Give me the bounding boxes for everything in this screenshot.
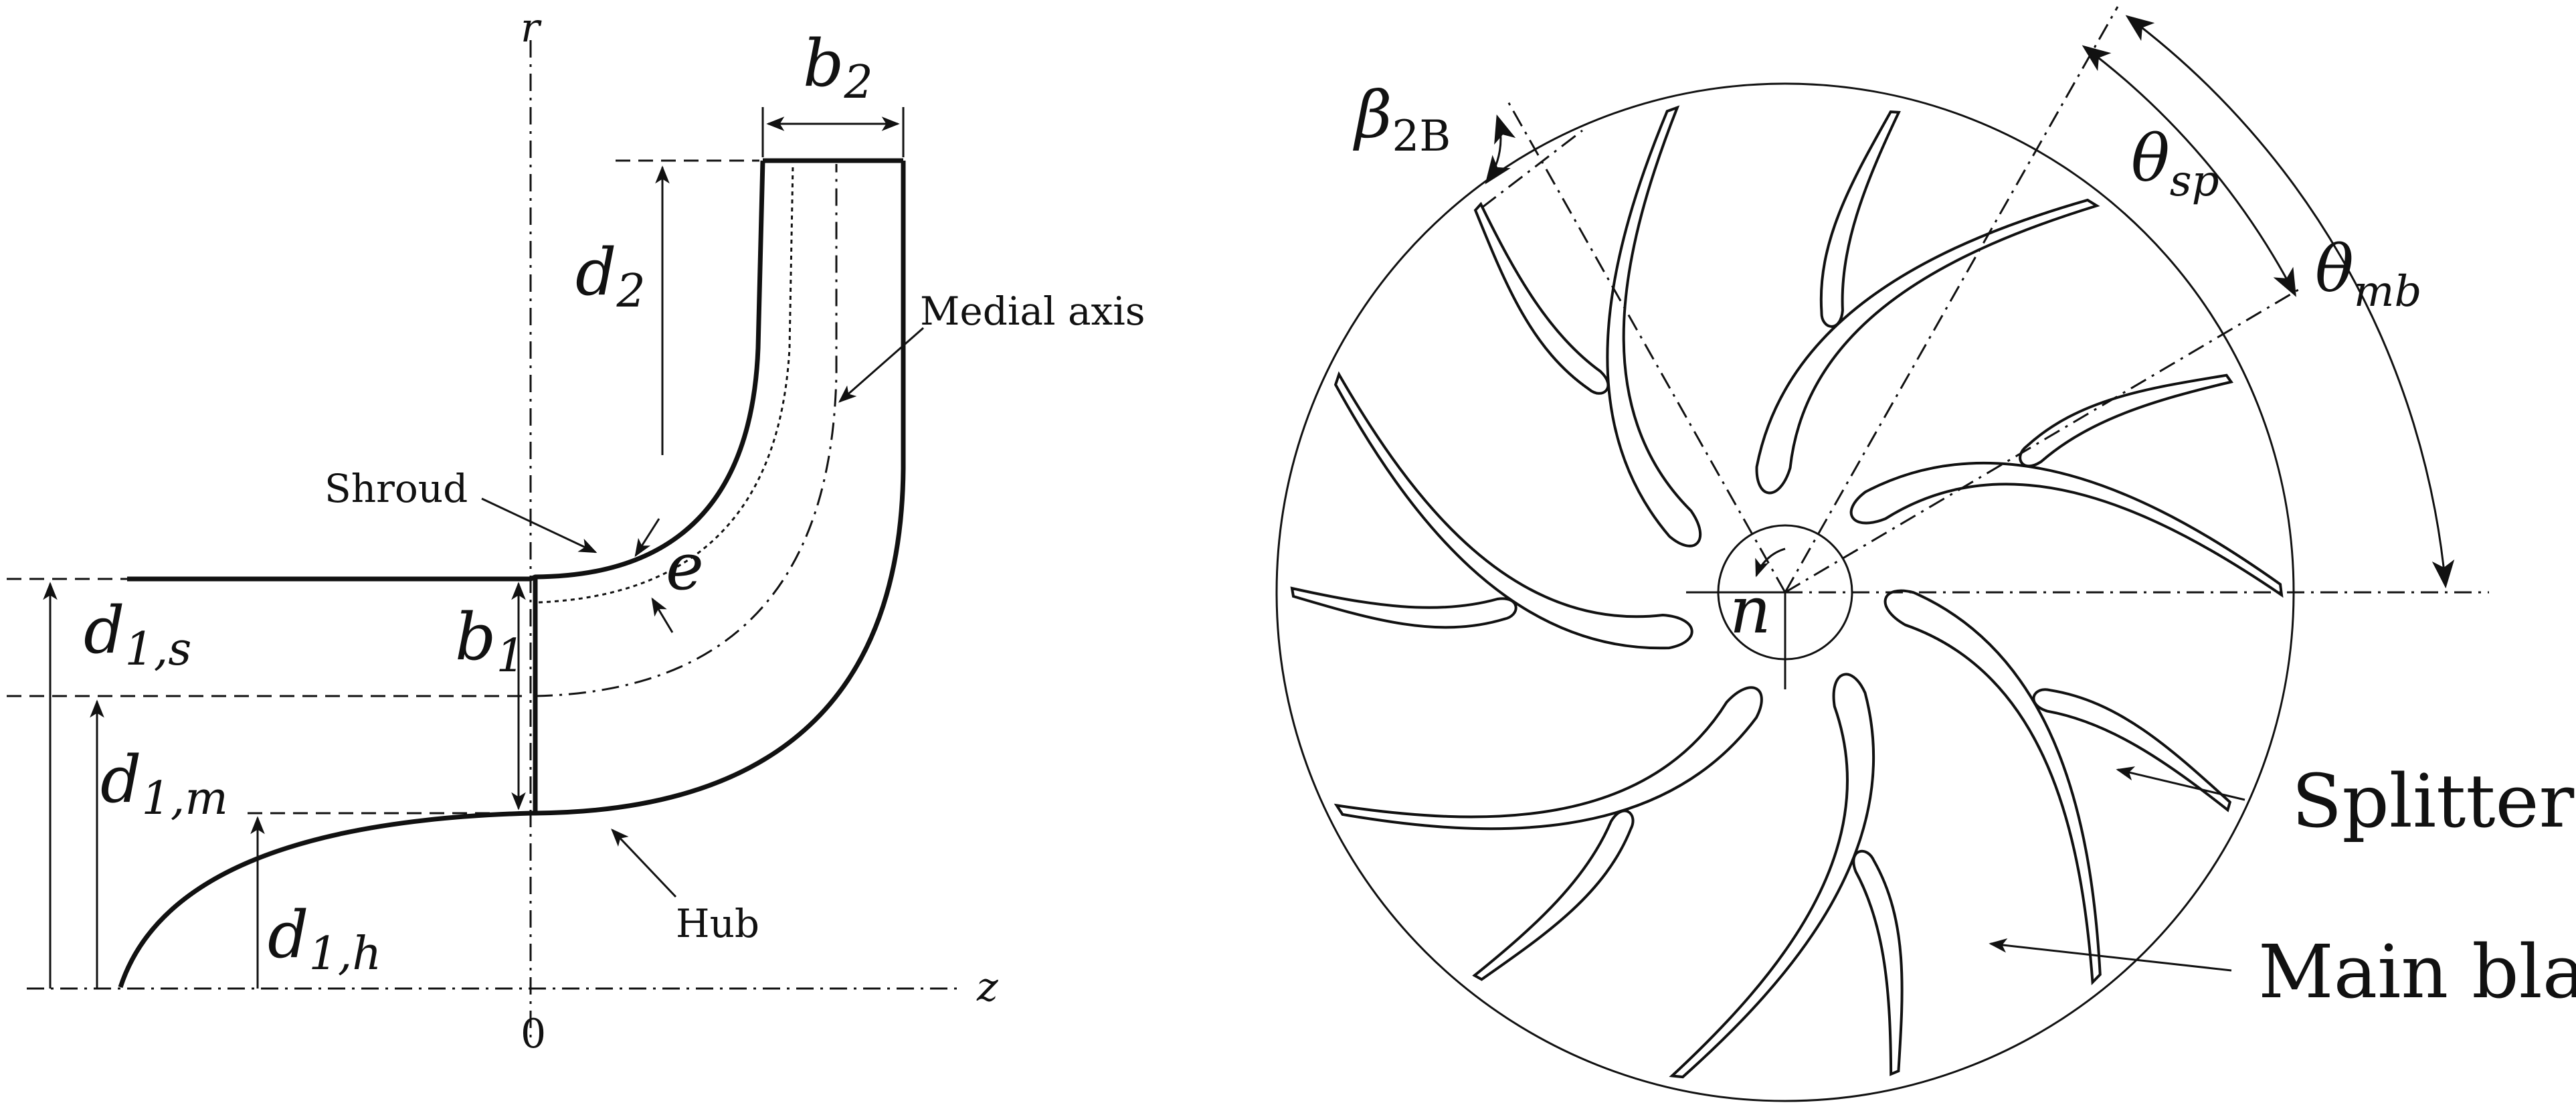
z-axis-label: z <box>976 964 998 1011</box>
shroud-contour <box>127 160 765 582</box>
splitter-blade <box>1290 586 1517 629</box>
hub-label: Hub <box>676 901 759 946</box>
medial-axis-label: Medial axis <box>920 288 1145 334</box>
b2-label: b2 <box>803 26 873 109</box>
main-blade <box>1333 686 1763 831</box>
origin-label: 0 <box>521 1011 546 1057</box>
splitter-blade <box>1852 849 1904 1076</box>
hub-pointer <box>611 829 677 898</box>
r-axis-label: r <box>521 5 542 52</box>
beta-label: β2B <box>1353 78 1451 161</box>
d1h-label: d1,h <box>268 898 381 980</box>
b1-label: b1 <box>455 600 525 683</box>
theta-sp-label: θsp <box>2131 121 2219 206</box>
splitters-label: Splitters <box>2292 758 2576 844</box>
e-arrow-bottom <box>651 597 674 633</box>
blade-group <box>1290 105 2284 1079</box>
d1s-label: d1,s <box>84 593 191 676</box>
splitter-blade <box>1819 110 1901 328</box>
reference-line-beta <box>1504 96 1786 593</box>
shroud-label: Shroud <box>325 466 468 511</box>
n-label: n <box>1730 573 1771 648</box>
theta-mb-label: θmb <box>2315 232 2421 317</box>
shroud-pointer <box>481 497 597 553</box>
impeller-view: β2B θsp θmb n Splitters Main blades <box>1275 6 2576 1102</box>
d2-label: d2 <box>575 235 646 318</box>
beta-arc <box>1485 114 1516 185</box>
beta-tangent-line <box>1481 129 1583 209</box>
shroud-offset <box>538 163 794 604</box>
main-blade <box>1883 589 2102 986</box>
main-blade <box>1669 673 1875 1079</box>
main-blade <box>1755 198 2100 495</box>
theta-mb-arc <box>2125 15 2455 589</box>
main-blades-label: Main blades <box>2258 929 2576 1015</box>
main-blade <box>1606 105 1702 547</box>
hub-contour <box>118 161 906 989</box>
main-blade <box>1849 461 2284 598</box>
splitter-blade <box>1473 201 1610 395</box>
reference-line-splitter <box>1784 6 2119 593</box>
medial-axis-pointer <box>838 327 924 403</box>
e-label: e <box>666 529 704 604</box>
d1m-label: d1,m <box>100 742 228 825</box>
main-blade <box>1333 371 1693 650</box>
splitters-pointer <box>2116 766 2245 801</box>
medial-axis-line <box>535 164 838 697</box>
main-blades-pointer <box>1989 938 2232 972</box>
rotation-arc <box>1755 547 1786 578</box>
splitter-blade <box>1472 809 1635 981</box>
meridional-view: r z 0 b2 d2 b1 <box>7 5 1145 1057</box>
splitter-blade <box>2019 373 2233 468</box>
e-arrow-top <box>634 518 660 558</box>
splitter-blade <box>2032 688 2232 813</box>
